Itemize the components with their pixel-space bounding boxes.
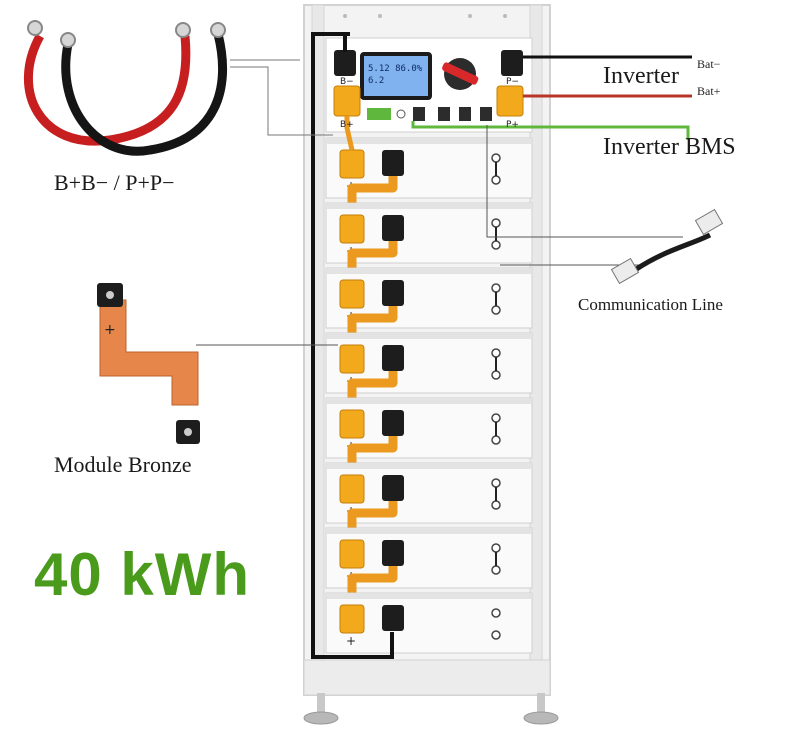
module-comm-port (491, 608, 501, 618)
module-busbar (347, 371, 398, 410)
lcd-line-1: 5.12 86.0% (368, 64, 423, 74)
module-comm-port (491, 283, 501, 293)
module-top-rail (326, 593, 532, 599)
communication-cable-illustration (610, 208, 724, 285)
main-switch-handle (442, 62, 479, 85)
module-positive-terminal (339, 409, 365, 439)
inverter-bms-label: Inverter BMS (603, 134, 736, 160)
module-comm-port (491, 305, 501, 315)
module-bronze-label: Module Bronze (54, 452, 192, 477)
module-top-rail (326, 268, 532, 274)
module-negative-terminal (382, 605, 404, 631)
module-busbar (347, 566, 398, 605)
lcd-line-2: 6.2 (368, 76, 385, 86)
panel-label-b-pos: B+ (340, 120, 354, 130)
module-negative-terminal (382, 150, 404, 176)
cable-label: B+B− / P+P− (54, 170, 175, 195)
module-top-rail (326, 138, 532, 144)
main-negative-cable (311, 32, 394, 659)
module-negative-terminal (382, 475, 404, 501)
module-positive-terminal (339, 344, 365, 374)
module-negative-terminal (382, 280, 404, 306)
lcd-readout: 5.12 86.0% 6.2 (368, 63, 426, 87)
module-busbar (347, 501, 398, 540)
module-comm-port (491, 153, 501, 163)
module-positive-terminal (339, 214, 365, 244)
module-positive-terminal (339, 604, 365, 634)
panel-label-p-pos: P+ (506, 120, 519, 130)
module-comm-port (491, 240, 501, 250)
module-positive-terminal (339, 539, 365, 569)
module-terminal-plus-label: + (346, 634, 356, 648)
status-led-strip (367, 108, 391, 120)
module-busbar (347, 306, 398, 345)
module-comm-port (491, 435, 501, 445)
module-top-rail (326, 528, 532, 534)
module-busbar (347, 241, 398, 280)
module-comm-port (491, 348, 501, 358)
module-comm-port (491, 413, 501, 423)
module-top-rail (326, 398, 532, 404)
leader-lines (196, 55, 692, 346)
rack-feet (303, 693, 559, 725)
module-comm-port (491, 565, 501, 575)
module-positive-terminal (339, 474, 365, 504)
module-negative-terminal (382, 540, 404, 566)
module-comm-port (491, 370, 501, 380)
module-top-rail (326, 463, 532, 469)
communication-line-label: Communication Line (578, 295, 723, 314)
panel-busbar (344, 116, 355, 151)
module-bronze-illustration: + (97, 283, 200, 444)
module-top-rail (326, 203, 532, 209)
control-panel (325, 37, 533, 133)
module-comm-port (491, 500, 501, 510)
bronze-plus-label: + (104, 322, 116, 338)
module-comm-port (491, 218, 501, 228)
module-negative-terminal (382, 345, 404, 371)
module-comm-port (491, 478, 501, 488)
module-comm-port (491, 630, 501, 640)
module-positive-terminal (339, 279, 365, 309)
bat-neg-label: Bat− (697, 57, 721, 71)
inverter-label: Inverter (603, 63, 679, 89)
battery-modules: ++++++++ (325, 116, 533, 654)
rj45-connector-bottom (610, 257, 640, 285)
panel-label-p-neg: P− (506, 77, 519, 87)
lcd-screen (364, 56, 428, 96)
module-comm-port (491, 543, 501, 553)
cable-set-illustration (23, 20, 228, 156)
capacity-label: 40 kWh (34, 541, 251, 608)
module-top-rail (326, 333, 532, 339)
module-negative-terminal (382, 215, 404, 241)
module-comm-port (491, 175, 501, 185)
bat-pos-label: Bat+ (697, 84, 721, 98)
module-negative-terminal (382, 410, 404, 436)
panel-label-b-neg: B− (340, 77, 354, 87)
module-busbar (347, 436, 398, 475)
module-positive-terminal (339, 149, 365, 179)
rj45-connector-top (694, 208, 724, 236)
module-busbar (347, 176, 398, 215)
